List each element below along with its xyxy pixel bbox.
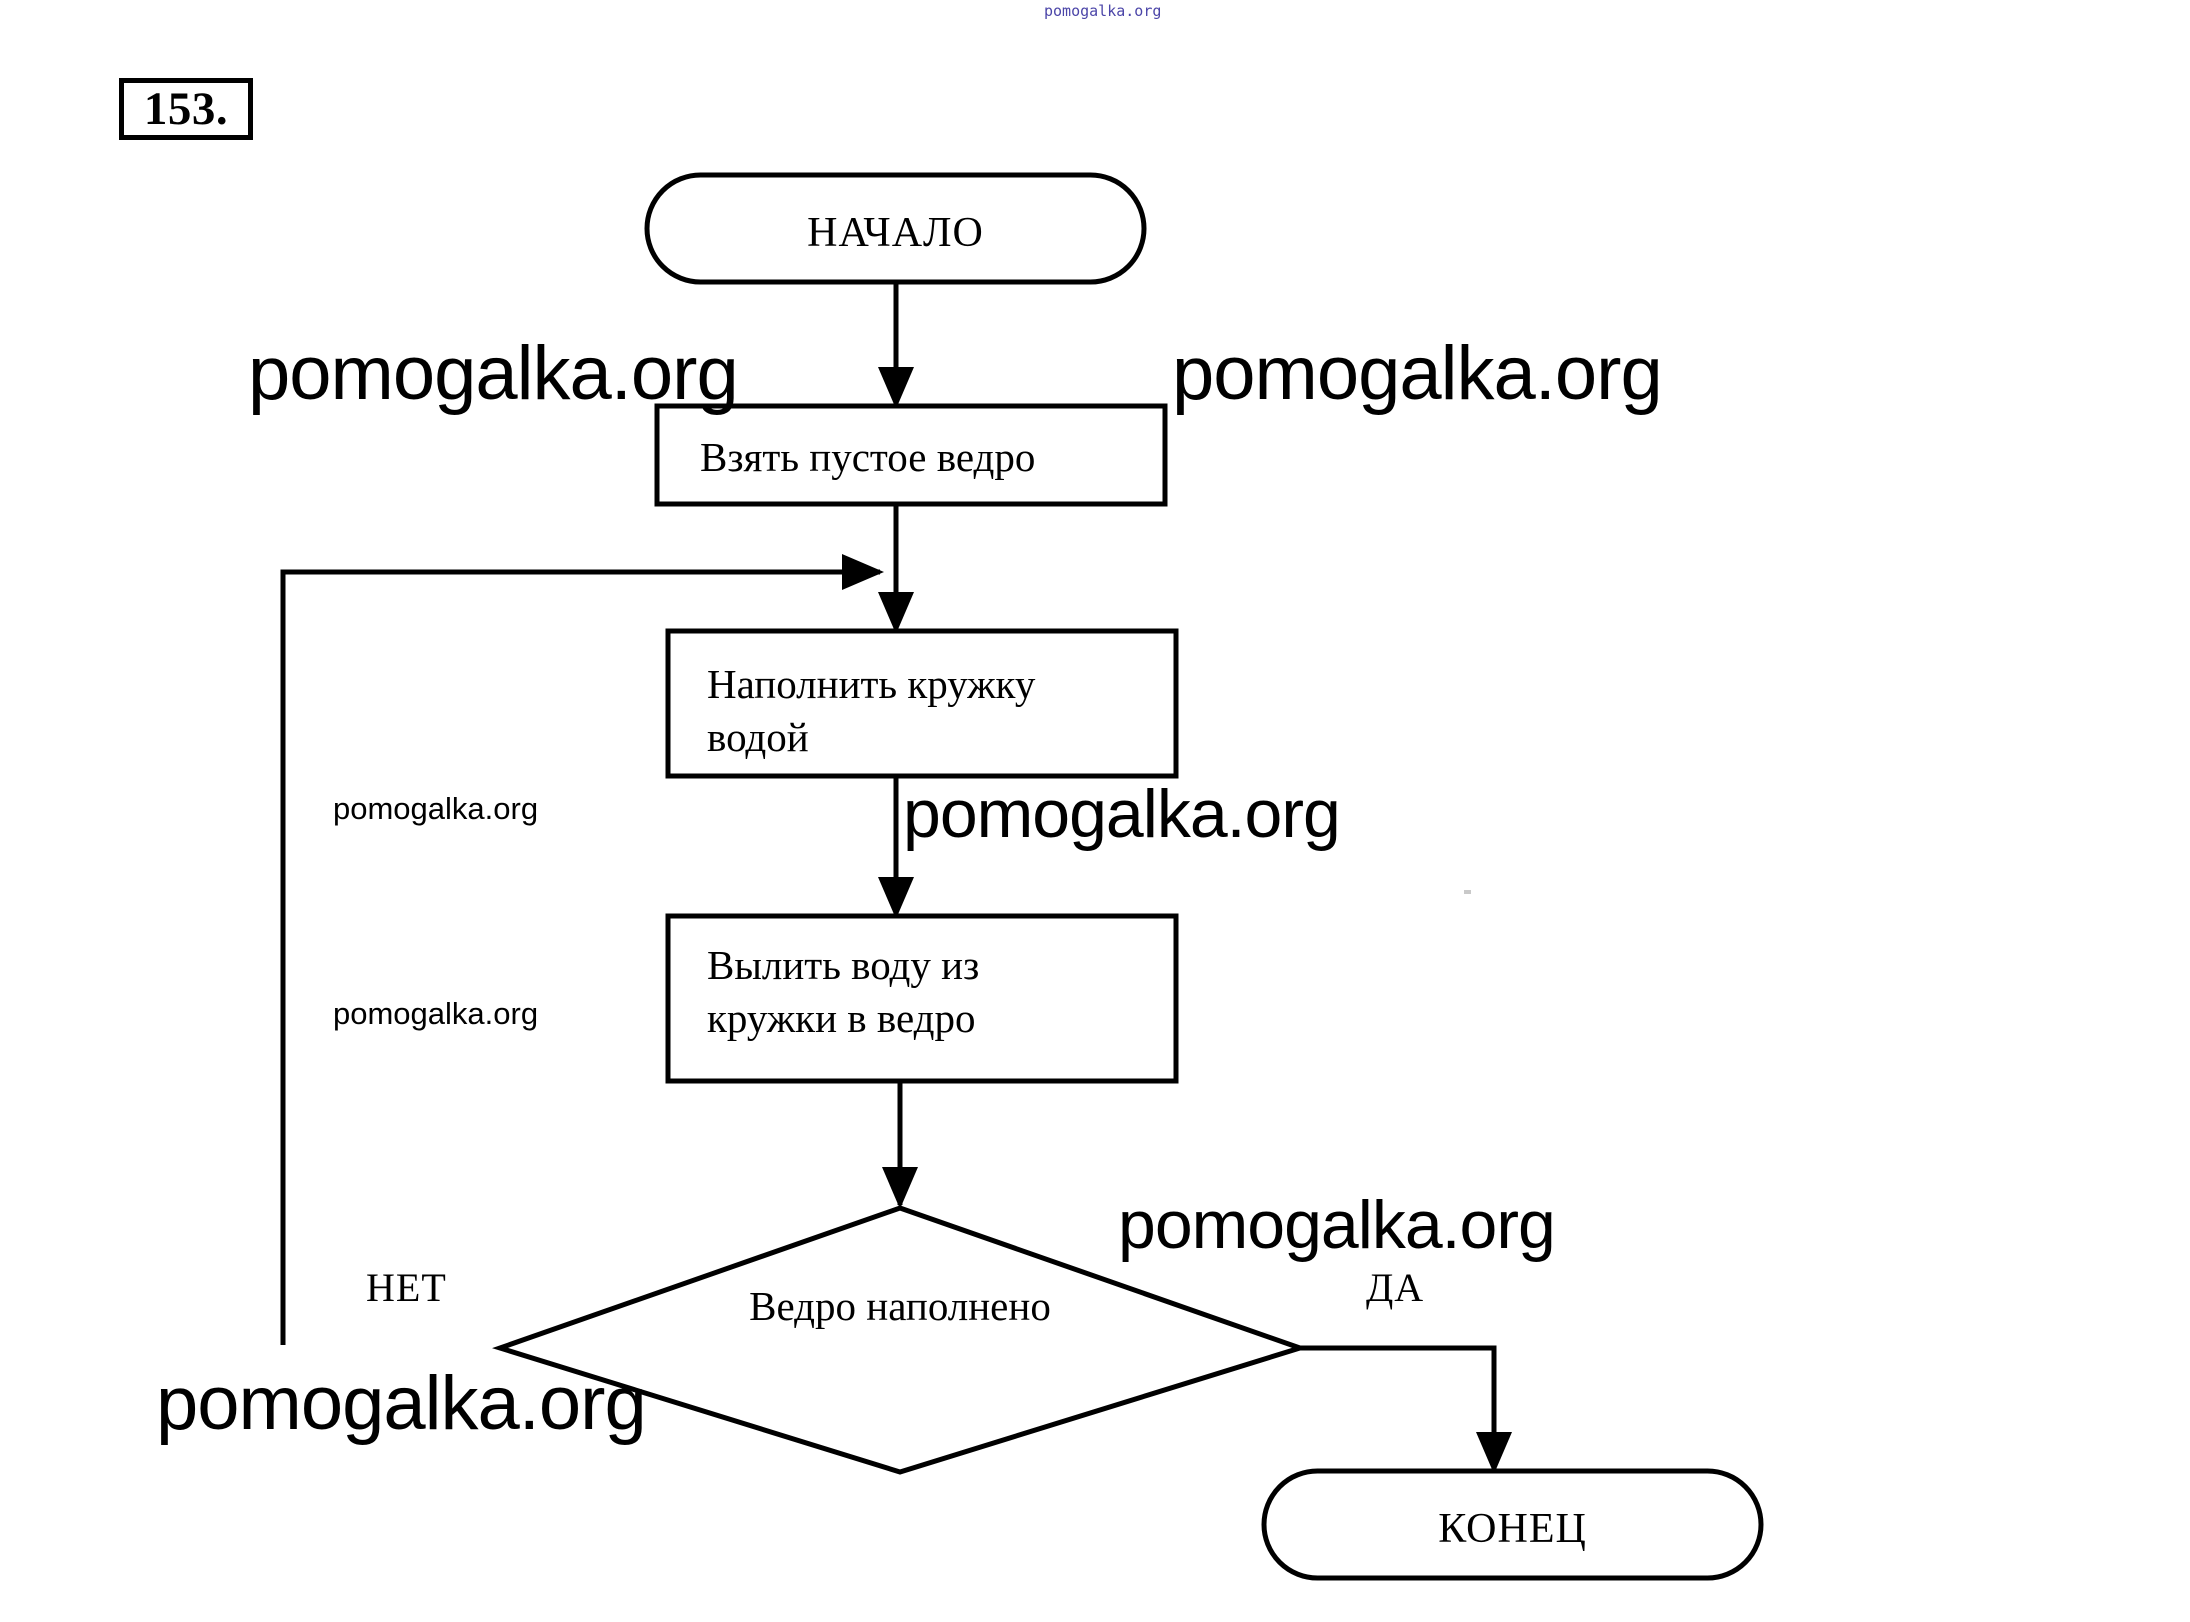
node-take-bucket-shape [654,403,1168,507]
node-pour-water-shape [665,913,1179,1084]
node-fill-mug-shape [665,628,1179,779]
node-decision-shape [492,1205,1308,1475]
node-start-shape [644,172,1147,285]
task-number-badge: 153. [119,78,253,140]
edge-yes-to-end [1300,1345,1512,1475]
edge-no-loopback [280,554,885,1345]
scan-speck [1464,890,1471,894]
node-end-shape [1261,1468,1764,1581]
